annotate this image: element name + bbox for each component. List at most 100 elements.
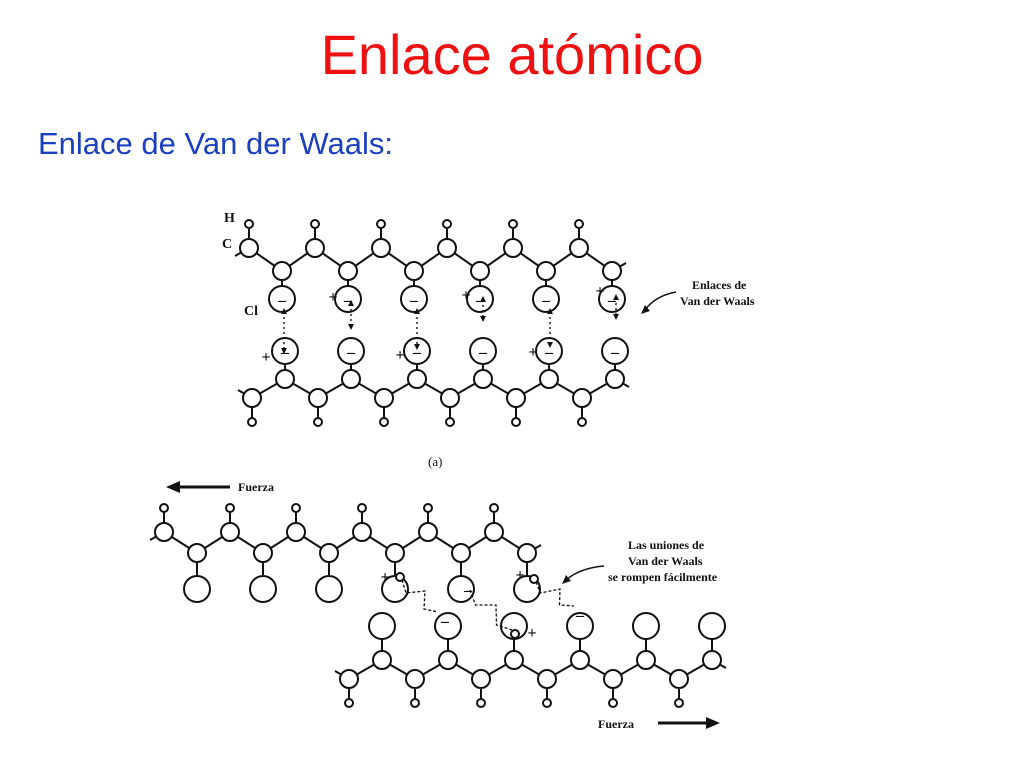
callout-b-line1: Las uniones de bbox=[628, 538, 705, 552]
diagram-a: ––––––––––––++++++ bbox=[234, 219, 630, 427]
force-left-arrowhead bbox=[166, 481, 180, 493]
carbon-atom bbox=[275, 369, 295, 389]
positive-charge: + bbox=[527, 625, 536, 642]
callout-a-line2: Van der Waals bbox=[680, 294, 755, 308]
negative-charge: – bbox=[607, 292, 617, 309]
force-left-label: Fuerza bbox=[238, 480, 274, 494]
carbon-atom bbox=[504, 650, 524, 670]
negative-charge: – bbox=[343, 292, 353, 309]
broken-vdw-bond bbox=[535, 581, 575, 607]
carbon-atom bbox=[418, 522, 438, 542]
positive-charge: + bbox=[461, 287, 470, 304]
carbon-atom bbox=[220, 522, 240, 542]
carbon-atom bbox=[539, 369, 559, 389]
vdw-arrowhead bbox=[348, 300, 354, 306]
negative-charge: – bbox=[463, 582, 473, 599]
carbon-atom bbox=[319, 543, 339, 563]
positive-charge: + bbox=[528, 344, 537, 361]
callout-b-arrowhead bbox=[562, 575, 571, 584]
carbon-atom bbox=[572, 388, 592, 408]
hydrogen-atom bbox=[542, 698, 552, 708]
carbon-atom bbox=[669, 669, 689, 689]
carbon-atom bbox=[338, 261, 358, 281]
caption-a: (a) bbox=[428, 454, 442, 469]
carbon-atom bbox=[253, 543, 273, 563]
carbon-atom bbox=[339, 669, 359, 689]
carbon-atom bbox=[286, 522, 306, 542]
hydrogen-atom bbox=[244, 219, 254, 229]
negative-charge: – bbox=[412, 344, 422, 361]
hydrogen-atom bbox=[529, 574, 539, 584]
negative-charge: – bbox=[280, 344, 290, 361]
chlorine-atom bbox=[249, 575, 277, 603]
carbon-atom bbox=[272, 261, 292, 281]
carbon-atom bbox=[536, 261, 556, 281]
chlorine-atom bbox=[698, 612, 726, 640]
vdw-arrowhead bbox=[414, 344, 420, 350]
negative-charge: – bbox=[544, 344, 554, 361]
carbon-atom bbox=[385, 543, 405, 563]
chlorine-atom bbox=[315, 575, 343, 603]
slide-title: Enlace atómico bbox=[320, 23, 704, 86]
positive-charge: + bbox=[395, 347, 404, 364]
chlorine-atom bbox=[337, 337, 365, 365]
hydrogen-atom bbox=[247, 417, 257, 427]
hydrogen-atom bbox=[379, 417, 389, 427]
vdw-arrowhead bbox=[281, 348, 287, 354]
chlorine-atom bbox=[469, 337, 497, 365]
hydrogen-atom bbox=[376, 219, 386, 229]
force-right-arrowhead bbox=[706, 717, 720, 729]
vdw-arrowhead bbox=[547, 342, 553, 348]
hydrogen-atom bbox=[410, 698, 420, 708]
broken-vdw-bond bbox=[469, 589, 513, 631]
hydrogen-atom bbox=[344, 698, 354, 708]
carbon-atom bbox=[440, 388, 460, 408]
negative-charge: – bbox=[478, 344, 488, 361]
positive-charge: + bbox=[515, 567, 524, 584]
carbon-atom bbox=[470, 261, 490, 281]
carbon-atom bbox=[187, 543, 207, 563]
negative-charge: – bbox=[610, 344, 620, 361]
hydrogen-atom bbox=[574, 219, 584, 229]
carbon-atom bbox=[308, 388, 328, 408]
carbon-atom bbox=[305, 238, 325, 258]
chlorine-atom bbox=[400, 285, 428, 313]
carbon-atom bbox=[517, 543, 537, 563]
hydrogen-atom bbox=[357, 503, 367, 513]
chlorine-atom bbox=[598, 285, 626, 313]
hydrogen-atom bbox=[608, 698, 618, 708]
carbon-atom bbox=[605, 369, 625, 389]
negative-charge: – bbox=[475, 292, 485, 309]
carbon-atom bbox=[239, 238, 259, 258]
vdw-arrowhead bbox=[480, 296, 486, 302]
callout-a-line1: Enlaces de bbox=[692, 278, 747, 292]
callout-a-pointer bbox=[644, 291, 677, 311]
callout-a-arrowhead bbox=[641, 305, 650, 314]
vdw-arrowhead bbox=[348, 324, 354, 330]
negative-charge: – bbox=[409, 292, 419, 309]
negative-charge: – bbox=[440, 613, 450, 630]
hydrogen-atom bbox=[423, 503, 433, 513]
chlorine-atom bbox=[434, 612, 462, 640]
hydrogen-atom bbox=[508, 219, 518, 229]
hydrogen-atom bbox=[489, 503, 499, 513]
carbon-atom bbox=[437, 238, 457, 258]
hydrogen-atom bbox=[577, 417, 587, 427]
carbon-atom bbox=[451, 543, 471, 563]
carbon-atom bbox=[569, 238, 589, 258]
chlorine-atom bbox=[183, 575, 211, 603]
carbon-atom bbox=[471, 669, 491, 689]
vdw-arrowhead bbox=[547, 308, 553, 314]
hydrogen-atom bbox=[225, 503, 235, 513]
vdw-arrowhead bbox=[613, 294, 619, 300]
hydrogen-atom bbox=[313, 417, 323, 427]
carbon-atom bbox=[603, 669, 623, 689]
positive-charge: + bbox=[328, 289, 337, 306]
carbon-atom bbox=[374, 388, 394, 408]
chlorine-atom bbox=[566, 612, 594, 640]
force-right-label: Fuerza bbox=[598, 717, 634, 731]
hydrogen-atom bbox=[442, 219, 452, 229]
diagram-b: +++––– bbox=[149, 503, 727, 708]
chlorine-label: Cl bbox=[244, 304, 258, 319]
carbon-atom bbox=[405, 669, 425, 689]
